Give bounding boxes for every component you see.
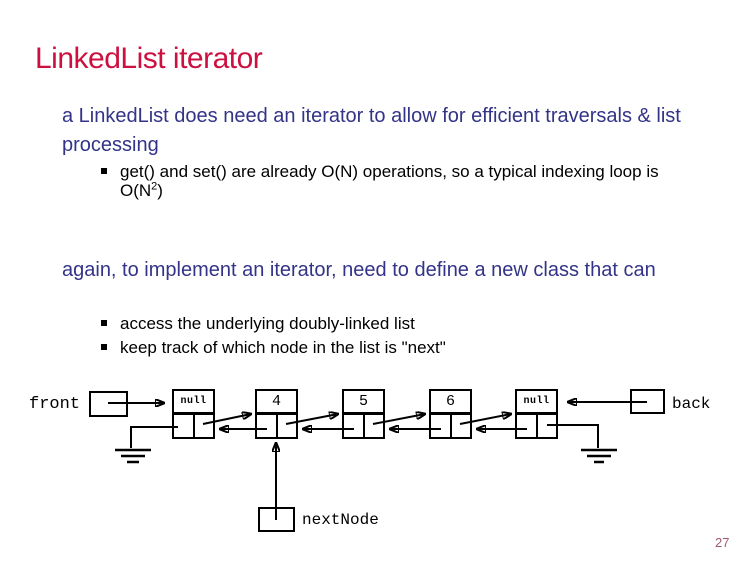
node-value: null <box>174 391 213 415</box>
nextnode-pointer-label: nextNode <box>302 511 379 529</box>
bullet-item-access: access the underlying doubly-linked list <box>101 314 415 333</box>
prev-pointer-cell <box>517 415 538 437</box>
front-pointer-label: front <box>29 395 81 414</box>
node-pointer-cells <box>174 415 213 437</box>
slide-title: LinkedList iterator <box>35 42 263 75</box>
node-6: 6 <box>429 389 472 439</box>
node-pointer-cells <box>257 415 296 437</box>
node-pointer-cells <box>344 415 383 437</box>
bullet-text-pre: get() and set() are already O(N) operati… <box>120 162 659 200</box>
node-value: 5 <box>344 391 383 415</box>
paragraph-intro: a LinkedList does need an iterator to al… <box>62 105 681 156</box>
next-pointer-cell <box>365 415 384 437</box>
prev-pointer-cell <box>257 415 278 437</box>
next-pointer-cell <box>278 415 297 437</box>
next-pointer-cell <box>538 415 557 437</box>
next-pointer-cell <box>452 415 471 437</box>
bullet-text-get-set: get() and set() are already O(N) operati… <box>120 162 682 200</box>
node-value: 6 <box>431 391 470 415</box>
node-trailer-null: null <box>515 389 558 439</box>
ground-left-lead <box>130 426 178 448</box>
node-5: 5 <box>342 389 385 439</box>
node-4: 4 <box>255 389 298 439</box>
front-pointer-box <box>89 391 128 417</box>
bullet-square-icon <box>101 168 107 174</box>
nextnode-pointer-box <box>258 507 295 532</box>
bullet-square-icon <box>101 344 107 350</box>
bullet-text-superscript: 2 <box>151 180 158 193</box>
prev-pointer-cell <box>344 415 365 437</box>
page-number: 27 <box>715 535 730 550</box>
node-header-null: null <box>172 389 215 439</box>
paragraph-again: again, to implement an iterator, need to… <box>62 259 656 281</box>
bullet-square-icon <box>101 320 107 326</box>
node-value: null <box>517 391 556 415</box>
node-value: 4 <box>257 391 296 415</box>
next-pointer-cell <box>195 415 214 437</box>
node-pointer-cells <box>517 415 556 437</box>
node-pointer-cells <box>431 415 470 437</box>
bullet-text-keep-track: keep track of which node in the list is … <box>120 338 446 357</box>
prev-pointer-cell <box>431 415 452 437</box>
back-pointer-box <box>630 389 665 414</box>
bullet-text-access: access the underlying doubly-linked list <box>120 314 415 333</box>
back-pointer-label: back <box>672 395 711 413</box>
bullet-item-get-set: get() and set() are already O(N) operati… <box>101 162 701 200</box>
prev-pointer-cell <box>174 415 195 437</box>
bullet-item-keep-track: keep track of which node in the list is … <box>101 338 446 357</box>
bullet-text-post: ) <box>157 181 163 200</box>
